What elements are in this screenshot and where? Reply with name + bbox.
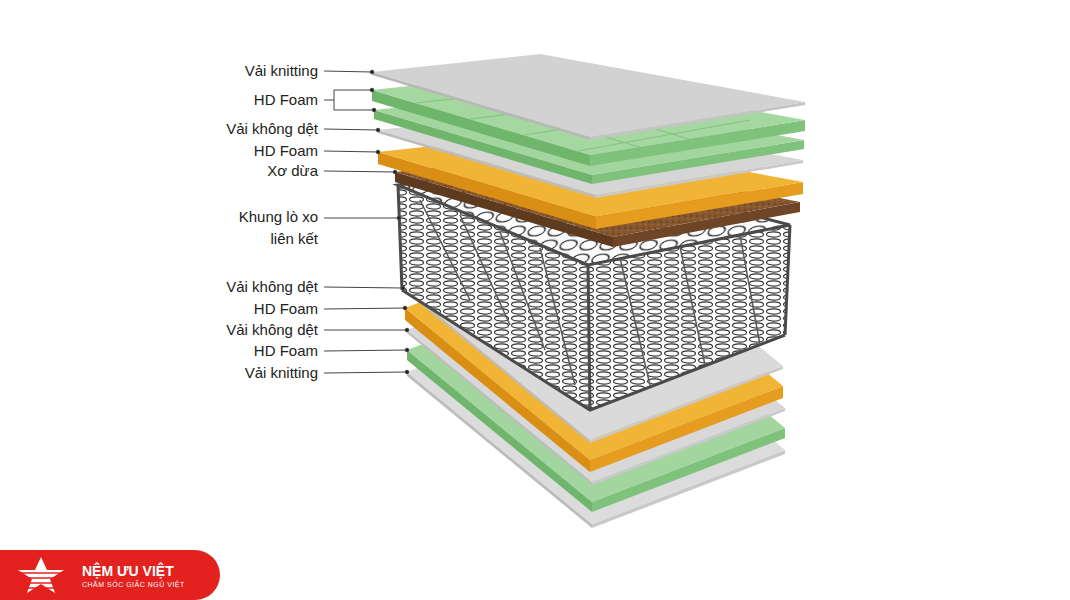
layer-label: Khung lò xo liên kết <box>214 206 318 250</box>
layer-label: Vải knitting <box>178 362 318 384</box>
layer-label: Vải không dệt <box>178 118 318 140</box>
layer-label: HD Foam <box>178 140 318 162</box>
brand-logo: NỆM ƯU VIỆT CHĂM SÓC GIẤC NGỦ VIỆT <box>0 550 220 600</box>
layer-label: Vải không dệt <box>178 276 318 298</box>
leader-lines <box>324 70 409 374</box>
layer-label: HD Foam <box>178 298 318 320</box>
layer-label: HD Foam <box>178 340 318 362</box>
layer-label: Vải knitting <box>178 60 318 82</box>
brand-name: NỆM ƯU VIỆT <box>82 564 174 579</box>
layer-label: HD Foam <box>178 89 318 111</box>
top-knitting <box>372 54 805 140</box>
layer-label: Vải không dệt <box>178 319 318 341</box>
layer-label: Xơ dừa <box>178 160 318 182</box>
brand-slogan: CHĂM SÓC GIẤC NGỦ VIỆT <box>82 581 185 589</box>
star-icon <box>14 555 68 595</box>
